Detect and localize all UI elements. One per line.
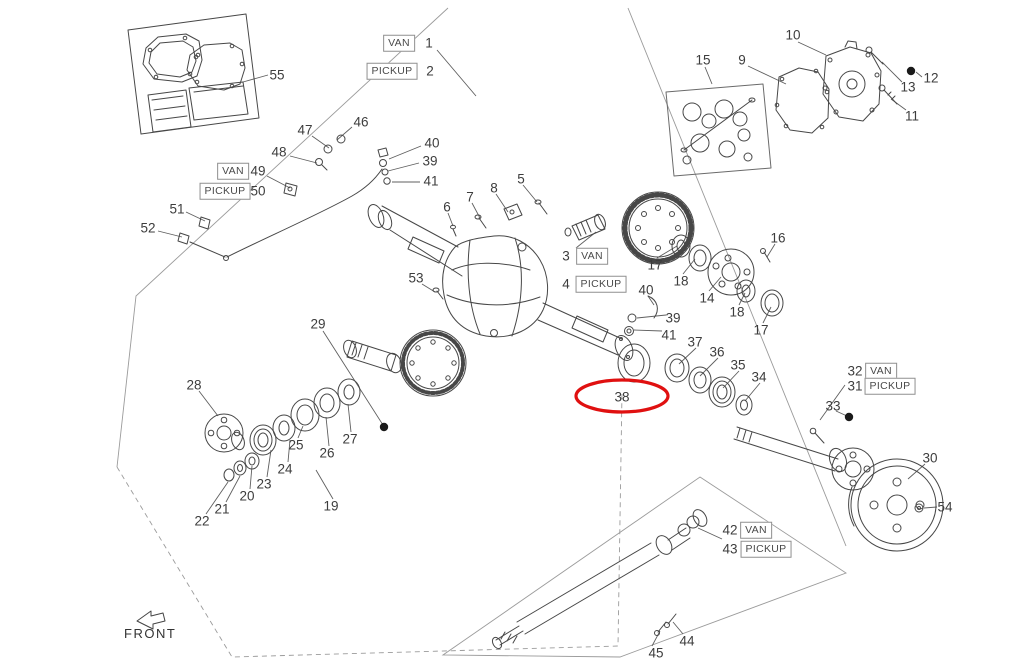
callout-52[interactable]: 52 xyxy=(140,220,156,236)
callout-5[interactable]: 5 xyxy=(517,171,525,187)
callout-41-a[interactable]: 41 xyxy=(423,173,439,189)
callout-44[interactable]: 44 xyxy=(679,633,695,649)
callout-27[interactable]: 27 xyxy=(342,431,358,447)
callout-9[interactable]: 9 xyxy=(738,52,746,68)
front-arrow-icon xyxy=(136,610,166,630)
callout-39-a[interactable]: 39 xyxy=(422,153,438,169)
callout-18-b[interactable]: 18 xyxy=(729,304,745,320)
callout-45[interactable]: 45 xyxy=(648,645,664,658)
callout-40-a[interactable]: 40 xyxy=(424,135,440,151)
variant-pickup-50: PICKUP xyxy=(199,182,251,200)
callout-19[interactable]: 19 xyxy=(323,498,339,514)
callout-54[interactable]: 54 xyxy=(937,499,953,515)
callout-34[interactable]: 34 xyxy=(751,369,767,385)
axle-housing-drawing xyxy=(367,204,634,361)
callout-38[interactable]: 38 xyxy=(614,389,630,405)
callout-53[interactable]: 53 xyxy=(408,270,424,286)
variant-pickup-43: PICKUP xyxy=(740,540,792,558)
callout-4[interactable]: 4 xyxy=(562,276,570,292)
callout-17-b[interactable]: 17 xyxy=(753,322,769,338)
variant-van-3: VAN xyxy=(576,247,608,265)
callout-31[interactable]: 31 xyxy=(847,378,863,394)
hub-bearing-group-drawing xyxy=(671,234,784,317)
callout-47[interactable]: 47 xyxy=(297,122,313,138)
variant-van-49: VAN xyxy=(217,162,249,180)
variant-pickup-31: PICKUP xyxy=(864,377,916,395)
callout-23[interactable]: 23 xyxy=(256,476,272,492)
callout-42[interactable]: 42 xyxy=(722,522,738,538)
callout-17-a[interactable]: 17 xyxy=(647,257,663,273)
callout-32[interactable]: 32 xyxy=(847,363,863,379)
callout-8[interactable]: 8 xyxy=(490,180,498,196)
callout-1[interactable]: 1 xyxy=(425,35,433,51)
breather-pipe-drawing xyxy=(223,147,391,261)
callout-13[interactable]: 13 xyxy=(900,79,916,95)
callout-15[interactable]: 15 xyxy=(695,52,711,68)
callout-40-b[interactable]: 40 xyxy=(638,282,654,298)
differential-internals-drawing xyxy=(665,83,772,177)
callout-28[interactable]: 28 xyxy=(186,377,202,393)
highlight-ellipse-38 xyxy=(574,378,670,414)
callout-33[interactable]: 33 xyxy=(825,398,841,414)
callout-35[interactable]: 35 xyxy=(730,357,746,373)
right-axle-shaft-drawing xyxy=(733,426,875,491)
brake-drum-drawing xyxy=(848,458,944,552)
callout-21[interactable]: 21 xyxy=(214,501,230,517)
callout-24[interactable]: 24 xyxy=(277,461,293,477)
callout-30[interactable]: 30 xyxy=(922,450,938,466)
gasket-kit-box-drawing xyxy=(127,13,260,135)
pinion-shaft-group-drawing xyxy=(204,329,467,482)
callout-6[interactable]: 6 xyxy=(443,199,451,215)
callout-3[interactable]: 3 xyxy=(562,248,570,264)
pipe-clamps-drawing xyxy=(177,134,346,258)
propeller-shaft-drawing xyxy=(491,509,708,650)
variant-pickup-2: PICKUP xyxy=(366,62,418,80)
callout-41-b[interactable]: 41 xyxy=(661,327,677,343)
callout-49[interactable]: 49 xyxy=(250,163,266,179)
callout-14[interactable]: 14 xyxy=(699,290,715,306)
callout-29[interactable]: 29 xyxy=(310,316,326,332)
callout-20[interactable]: 20 xyxy=(239,488,255,504)
zone-boundaries xyxy=(116,7,847,658)
callout-51[interactable]: 51 xyxy=(169,201,185,217)
housing-bolts-drawing xyxy=(432,199,548,300)
front-label: FRONT xyxy=(124,626,177,641)
callout-50[interactable]: 50 xyxy=(250,183,266,199)
variant-van-1: VAN xyxy=(383,34,415,52)
seal-and-bearing-group-drawing xyxy=(617,295,753,416)
callout-55[interactable]: 55 xyxy=(269,67,285,83)
callout-48[interactable]: 48 xyxy=(271,144,287,160)
callout-7[interactable]: 7 xyxy=(466,189,474,205)
callout-43[interactable]: 43 xyxy=(722,541,738,557)
callout-37[interactable]: 37 xyxy=(687,334,703,350)
variant-van-42: VAN xyxy=(740,521,772,539)
variant-pickup-4: PICKUP xyxy=(575,275,627,293)
callout-10[interactable]: 10 xyxy=(785,27,801,43)
callout-22[interactable]: 22 xyxy=(194,513,210,529)
callout-18-a[interactable]: 18 xyxy=(673,273,689,289)
leader-lines xyxy=(157,41,938,647)
callout-16[interactable]: 16 xyxy=(770,230,786,246)
callout-25[interactable]: 25 xyxy=(288,437,304,453)
callout-39-b[interactable]: 39 xyxy=(665,310,681,326)
callout-12[interactable]: 12 xyxy=(923,70,939,86)
callout-2[interactable]: 2 xyxy=(426,63,434,79)
pinion-and-crown-gear-drawing xyxy=(564,191,695,265)
cover-and-gasket-drawing xyxy=(774,40,898,134)
callout-46[interactable]: 46 xyxy=(353,114,369,130)
callout-26[interactable]: 26 xyxy=(319,445,335,461)
callout-36[interactable]: 36 xyxy=(709,344,725,360)
callout-11[interactable]: 11 xyxy=(904,108,920,124)
reference-dots xyxy=(379,66,916,432)
